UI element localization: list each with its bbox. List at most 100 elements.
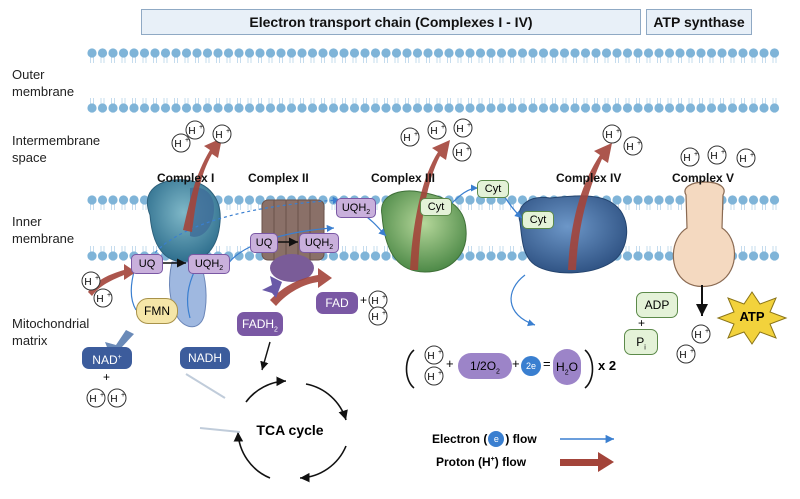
complex-4-label: Complex IV [556, 171, 622, 185]
proton-icon: H+ [424, 366, 444, 386]
svg-text:H: H [110, 394, 117, 405]
uq-complex-1: UQ [131, 254, 163, 274]
svg-text:+: + [441, 124, 445, 131]
svg-text:+: + [414, 131, 418, 138]
svg-text:H: H [215, 130, 222, 141]
svg-text:H: H [605, 130, 612, 141]
svg-text:H: H [456, 124, 463, 135]
tca-cycle-ring [233, 376, 348, 483]
svg-text:+: + [382, 294, 386, 301]
cytochrome-c-3: Cyt [522, 211, 554, 229]
etc-header: Electron transport chain (Complexes I - … [141, 9, 641, 35]
svg-text:+: + [382, 310, 386, 317]
proton-icon: H+ [424, 345, 444, 365]
svg-text:+: + [107, 292, 111, 299]
cytochrome-c-1: Cyt [420, 198, 452, 216]
eq-times-two: x 2 [598, 358, 617, 373]
svg-text:H: H [188, 126, 195, 137]
proton-icon: H+ [107, 388, 127, 408]
adp-plus-sign: + [638, 316, 646, 330]
svg-text:H: H [174, 139, 181, 150]
complex-1-label: Complex I [157, 171, 215, 185]
svg-text:H: H [371, 296, 378, 307]
fad-plus-sign: + [360, 293, 368, 307]
complex-3-label: Complex III [371, 171, 436, 185]
svg-text:H: H [455, 148, 462, 159]
svg-text:H: H [89, 394, 96, 405]
uqh2-membrane: UQH2 [336, 198, 376, 218]
svg-text:+: + [467, 122, 471, 129]
complex-2-label: Complex II [248, 171, 309, 185]
legend-proton-arrow [560, 452, 614, 472]
proton-icon: H+ [676, 344, 696, 364]
svg-text:+: + [721, 149, 725, 156]
proton-icon: H+ [368, 306, 388, 326]
atp-label: ATP [739, 309, 765, 324]
proton-icon: H+ [691, 324, 711, 344]
eq-plus-1: + [446, 356, 454, 371]
svg-text:+: + [121, 392, 125, 399]
svg-text:+: + [438, 370, 442, 377]
eq-electrons: 2e [521, 356, 541, 376]
proton-icon: H+ [707, 145, 727, 165]
proton-group: H+H+H+H+H+H+H+H+H+H+H+H+H+H+H+H+H+H+H+H+… [81, 118, 756, 408]
proton-icon: H+ [212, 124, 232, 144]
proton-icon: H+ [452, 142, 472, 162]
proton-icon: H+ [453, 118, 473, 138]
proton-flow-arrows [88, 138, 612, 306]
svg-text:H: H [403, 133, 410, 144]
svg-text:H: H [683, 153, 690, 164]
legend-electron: Electron ( e ) flow [432, 431, 537, 447]
phosphate: Pi [624, 329, 658, 355]
svg-text:+: + [185, 137, 189, 144]
svg-text:+: + [694, 151, 698, 158]
svg-text:+: + [100, 392, 104, 399]
proton-icon: H+ [368, 290, 388, 310]
svg-text:+: + [226, 128, 230, 135]
uqh2-complex-1: UQH2 [188, 254, 230, 274]
nadh: NADH [180, 347, 230, 369]
fadh2: FADH2 [237, 312, 283, 336]
svg-text:+: + [466, 146, 470, 153]
svg-text:+: + [616, 128, 620, 135]
proton-icon: H+ [427, 120, 447, 140]
adp: ADP [636, 292, 678, 318]
legend-electron-icon: e [488, 431, 505, 447]
uqh2-complex-2: UQH2 [299, 233, 339, 253]
cytochrome-c-2: Cyt [477, 180, 509, 198]
legend-proton: Proton (H+) flow [436, 455, 527, 469]
atp-synthase-header: ATP synthase [646, 9, 752, 35]
proton-icon: H+ [623, 136, 643, 156]
fad: FAD [316, 292, 358, 314]
proton-icon: H+ [86, 388, 106, 408]
proton-icon: H+ [81, 271, 101, 291]
svg-text:H: H [427, 351, 434, 362]
svg-text:+: + [690, 348, 694, 355]
proton-icon: H+ [736, 148, 756, 168]
fmn-cofactor: FMN [136, 298, 178, 324]
svg-text:H: H [626, 142, 633, 153]
complex-5 [672, 181, 735, 288]
proton-icon: H+ [93, 288, 113, 308]
proton-icon: H+ [400, 127, 420, 147]
eq-water: H2O [553, 349, 581, 385]
svg-text:+: + [199, 124, 203, 131]
svg-text:H: H [710, 151, 717, 162]
outer-membrane [87, 48, 780, 113]
equation-bracket-left [405, 349, 415, 389]
atp-star [716, 291, 788, 345]
proton-icon: H+ [680, 147, 700, 167]
svg-text:+: + [438, 349, 442, 356]
svg-text:H: H [739, 154, 746, 165]
svg-text:H: H [427, 372, 434, 383]
svg-text:+: + [637, 140, 641, 147]
svg-text:H: H [84, 277, 91, 288]
svg-text:H: H [694, 330, 701, 341]
equation-bracket-right [584, 349, 594, 389]
fad-arrow [262, 276, 282, 298]
complex-5-label: Complex V [672, 171, 735, 185]
